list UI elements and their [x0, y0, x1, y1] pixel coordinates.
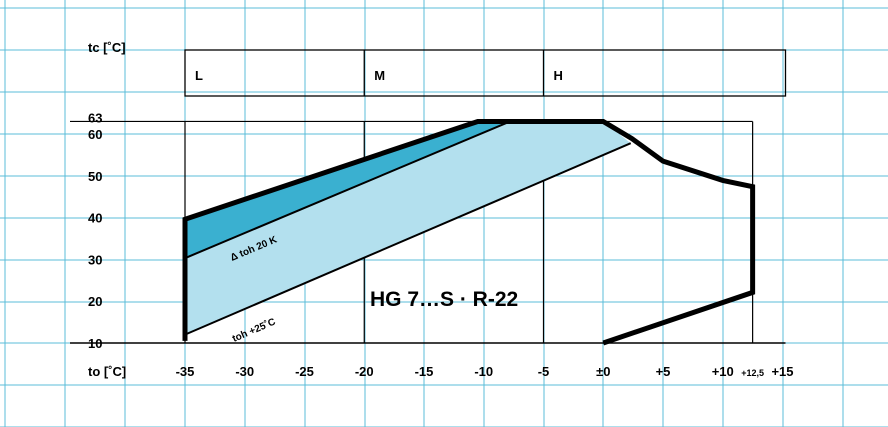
envelope — [182, 118, 756, 346]
y-tick-label: 10 — [88, 336, 102, 351]
envelope-outline — [182, 118, 756, 346]
y-tick-label: 63 — [88, 110, 102, 125]
y-tick-label: 60 — [88, 127, 102, 142]
range-box-outline — [184, 49, 787, 97]
limit-line-label: toh +25˚C — [230, 316, 277, 345]
x-tick-label: -30 — [235, 364, 254, 379]
x-tick-label: +15 — [771, 364, 793, 379]
x-tick-label: -25 — [295, 364, 314, 379]
y-tick-label: 20 — [88, 294, 102, 309]
x-tick-label: -35 — [176, 364, 195, 379]
range-label: L — [195, 68, 203, 83]
limit-line — [184, 120, 511, 260]
labels: tc [˚C] to [˚C] HG 7…S · R-22 -35 -30 -25 -… — [88, 40, 794, 379]
chart-title: HG 7…S · R-22 — [370, 288, 518, 311]
x-tick-label: +12,5 — [741, 368, 764, 378]
y-tick-label: 40 — [88, 211, 102, 226]
limit-line — [184, 142, 632, 336]
x-tick-label: -5 — [538, 364, 550, 379]
region-light — [185, 121, 631, 335]
x-tick-label: +5 — [656, 364, 671, 379]
x-tick-label: +10 — [712, 364, 734, 379]
x-tick-label: -20 — [355, 364, 374, 379]
y-axis-label: tc [˚C] — [88, 40, 126, 55]
y-tick-label: 50 — [88, 169, 102, 184]
range-label: H — [554, 68, 563, 83]
x-tick-label: ±0 — [596, 364, 610, 379]
x-tick-label: -15 — [415, 364, 434, 379]
range-label: M — [374, 68, 385, 83]
y-tick-label: 30 — [88, 252, 102, 267]
x-axis-label: to [˚C] — [88, 364, 126, 379]
x-tick-label: -10 — [474, 364, 493, 379]
